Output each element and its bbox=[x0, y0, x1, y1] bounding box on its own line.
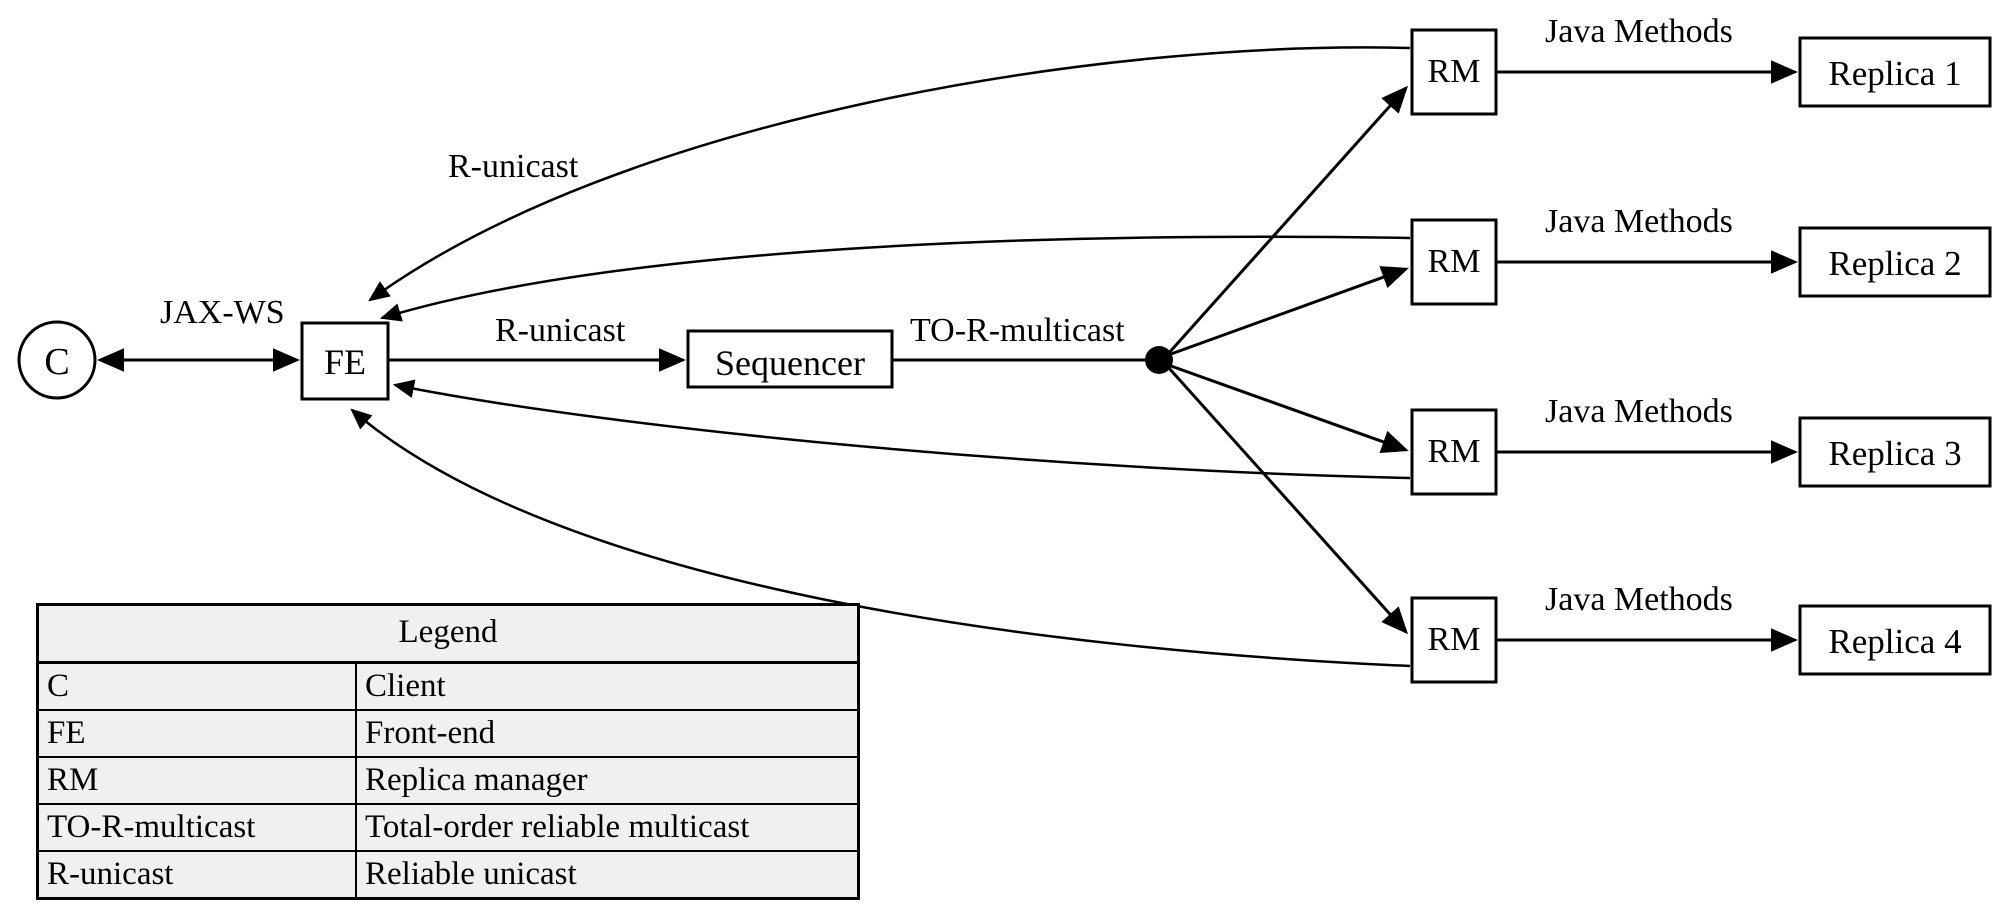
edge-multicast-rm-1 bbox=[1166, 85, 1409, 356]
legend-value: Reliable unicast bbox=[355, 850, 860, 900]
edge-label-r-unicast-mid: R-unicast bbox=[495, 312, 626, 349]
edge-multicast-rm-2 bbox=[1170, 266, 1409, 356]
legend-key: FE bbox=[36, 709, 357, 758]
legend-row: TO-R-multicast Total-order reliable mult… bbox=[36, 803, 860, 852]
edge-return-rm-4-frontend bbox=[350, 408, 1411, 668]
node-replica-3-label: Replica 3 bbox=[1828, 434, 1961, 473]
edge-label-java-methods-2: Java Methods bbox=[1545, 203, 1733, 240]
junction-dot bbox=[1145, 346, 1173, 374]
node-rm-4-label: RM bbox=[1428, 621, 1481, 658]
node-rm-3-label: RM bbox=[1428, 433, 1481, 470]
edge-multicast-rm-3 bbox=[1170, 364, 1409, 453]
node-replica-3 bbox=[1798, 416, 1992, 488]
legend-header-row: Legend bbox=[36, 603, 860, 664]
node-sequencer bbox=[686, 329, 894, 389]
node-replica-2-label: Replica 2 bbox=[1828, 244, 1961, 283]
legend-table: Legend C Client FE Front-end RM Replica … bbox=[36, 603, 860, 900]
node-client-label: C bbox=[44, 341, 69, 383]
node-replica-4-label: Replica 4 bbox=[1828, 622, 1961, 661]
node-replica-1-label: Replica 1 bbox=[1828, 54, 1961, 93]
node-client bbox=[17, 320, 97, 400]
node-frontend bbox=[300, 321, 390, 401]
node-replica-1 bbox=[1798, 36, 1992, 108]
edge-label-java-methods-1: Java Methods bbox=[1545, 13, 1733, 50]
legend-row: FE Front-end bbox=[36, 709, 860, 758]
edge-label-java-methods-3: Java Methods bbox=[1545, 393, 1733, 430]
node-rm-3 bbox=[1410, 408, 1498, 496]
edge-label-jaxws: JAX-WS bbox=[160, 294, 285, 331]
edge-label-r-unicast-top: R-unicast bbox=[448, 148, 579, 185]
legend-row: R-unicast Reliable unicast bbox=[36, 850, 860, 900]
edge-multicast-rm-4 bbox=[1166, 365, 1409, 635]
edge-label-to-r-multicast: TO-R-multicast bbox=[910, 312, 1125, 349]
node-rm-1 bbox=[1410, 28, 1498, 116]
legend-key: RM bbox=[36, 756, 357, 805]
edge-return-rm-3-frontend bbox=[392, 379, 1411, 480]
node-rm-1-label: RM bbox=[1428, 53, 1481, 90]
node-rm-4 bbox=[1410, 596, 1498, 684]
edge-return-rm-1-frontend bbox=[368, 46, 1411, 302]
legend-key: TO-R-multicast bbox=[36, 803, 357, 852]
edge-label-java-methods-4: Java Methods bbox=[1545, 581, 1733, 618]
node-sequencer-label: Sequencer bbox=[715, 343, 865, 383]
legend-row: C Client bbox=[36, 661, 860, 711]
legend-value: Total-order reliable multicast bbox=[355, 803, 860, 852]
node-frontend-label: FE bbox=[324, 342, 366, 382]
legend-row: RM Replica manager bbox=[36, 756, 860, 805]
legend-value: Client bbox=[355, 661, 860, 711]
edge-return-rm-2-frontend bbox=[379, 235, 1411, 322]
legend-value: Replica manager bbox=[355, 756, 860, 805]
node-replica-4 bbox=[1798, 604, 1992, 676]
legend-key: R-unicast bbox=[36, 850, 357, 900]
node-replica-2 bbox=[1798, 226, 1992, 298]
legend-key: C bbox=[36, 661, 357, 711]
legend-value: Front-end bbox=[355, 709, 860, 758]
node-rm-2 bbox=[1410, 218, 1498, 306]
legend-title: Legend bbox=[36, 603, 860, 664]
node-rm-2-label: RM bbox=[1428, 243, 1481, 280]
